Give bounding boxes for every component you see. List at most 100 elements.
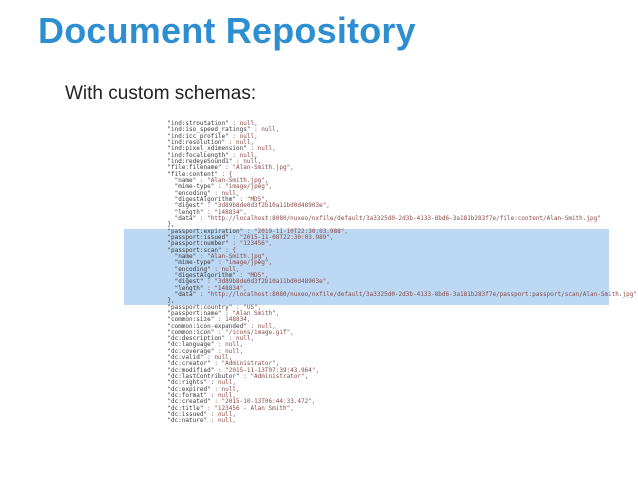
code-line-selected: "digest" : "3d89b8de0d3f2b10a11bd0d48903… xyxy=(124,278,609,286)
json-key: "dc:created" xyxy=(167,398,211,406)
code-line: "common:icon" : "/icons/image.gif", xyxy=(124,328,609,336)
json-value: : null, xyxy=(207,417,237,425)
json-key: "passport:issued" xyxy=(167,233,229,241)
code-line: "data" : "http://localhost:8080/nuxeo/nx… xyxy=(124,214,609,222)
json-key: "dc:lastContributor" xyxy=(167,373,240,381)
json-key: "passport:expiration" xyxy=(167,227,244,235)
json-key: "length" xyxy=(167,208,204,216)
json-value: : null, xyxy=(214,347,244,355)
code-line: "encoding" : null, xyxy=(124,189,609,197)
json-value: : null, xyxy=(225,138,255,146)
code-line: "passport:country" : "US", xyxy=(124,303,609,311)
json-key: "dc:format" xyxy=(167,392,208,400)
code-line: "dc:issued" : null, xyxy=(124,411,609,419)
code-line-selected: "passport:expiration" : "2019-11-10T22:3… xyxy=(124,227,609,235)
json-value: : "US", xyxy=(232,303,262,311)
json-key: "mime-type" xyxy=(167,183,215,191)
code-line-selected: }, xyxy=(124,298,609,305)
code-line: "passport:name" : "Alan Smith", xyxy=(124,309,609,317)
json-value: : "2015-11-13T07:39:43.964", xyxy=(214,366,320,374)
json-key: "common:size" xyxy=(167,316,215,324)
code-line: "dc:title" : "123456 - Alan Smith", xyxy=(124,404,609,412)
json-value: : null, xyxy=(207,379,237,387)
json-key: "dc:title" xyxy=(167,404,204,412)
code-line-selected: "mime-type" : "image/jpeg", xyxy=(124,259,609,267)
code-line: "dc:modified" : "2015-11-13T07:39:43.964… xyxy=(124,366,609,374)
json-key: "encoding" xyxy=(167,265,211,273)
code-line-selected: "digestAlgorithm" : "MD5", xyxy=(124,271,609,280)
json-key: }, xyxy=(167,221,175,229)
json-value: : "148834", xyxy=(203,208,247,216)
json-value: : "148834", xyxy=(203,284,247,292)
json-key: "encoding" xyxy=(167,189,211,197)
code-line: "ind:icc_profile" : null, xyxy=(124,133,609,140)
code-line: "dc:valid" : null, xyxy=(124,354,609,362)
json-value: : "3d89b8de0d3f2b10a11bd0d48903e", xyxy=(203,278,330,286)
json-key: "common:icon" xyxy=(167,328,215,336)
json-value: : "image/jpeg", xyxy=(214,259,273,267)
json-value: : null, xyxy=(207,411,237,419)
code-line: "file:filename" : "Alan-Smith.jpg", xyxy=(124,165,609,171)
json-value: : null, xyxy=(210,265,240,273)
json-value: : "3d89b8de0d3f2b10a11bd0d48903e", xyxy=(203,202,330,210)
json-value: : "MD5", xyxy=(236,195,269,203)
code-line: "digestAlgorithm" : "MD5", xyxy=(124,195,609,203)
code-line: "digest" : "3d89b8de0d3f2b10a11bd0d48903… xyxy=(124,203,609,209)
json-key: "ind:redeyeSound1" xyxy=(167,157,233,165)
json-value: : "2015-10-13T06:44:33.472", xyxy=(210,398,316,406)
json-key: "ind:iso_speed_ratings" xyxy=(167,126,251,134)
json-value: : "123456 - Alan Smith", xyxy=(203,404,294,412)
json-value: : null, xyxy=(207,392,237,400)
json-value: : "Alan-Smith.jpg", xyxy=(196,252,269,260)
code-line: "dc:format" : null, xyxy=(124,392,609,400)
json-value: : null, xyxy=(250,126,280,134)
json-value: : { xyxy=(221,246,236,254)
json-key: "ind:stroutation" xyxy=(167,120,229,127)
code-line: "common:icon-expanded" : null, xyxy=(124,322,609,330)
json-key: "digest" xyxy=(167,278,204,286)
json-key: "ind:pixel_xdimension" xyxy=(167,145,247,153)
json-key: "length" xyxy=(167,284,204,292)
json-key: "passport:scan" xyxy=(167,246,222,254)
json-value: : "image/jpeg", xyxy=(214,183,273,191)
json-value: : null, xyxy=(246,322,276,330)
code-line: "ind:pixel_xdimension" : null, xyxy=(124,146,609,152)
json-value: : "Administrator", xyxy=(210,360,280,368)
code-line: "common:size" : 148834, xyxy=(124,317,609,323)
json-key: "file:filename" xyxy=(167,164,222,172)
json-value: : "Alan-Smith.jpg", xyxy=(221,164,294,172)
json-value: : null, xyxy=(228,120,258,127)
json-key: "name" xyxy=(167,252,197,260)
json-key: "dc:coverage" xyxy=(167,347,215,355)
json-key: "dc:valid" xyxy=(167,354,204,362)
json-value: : null, xyxy=(228,151,258,159)
json-key: "passport:country" xyxy=(167,303,233,311)
json-value: : { xyxy=(217,170,233,178)
code-line: "name" : "Alan-Smith.jpg", xyxy=(124,176,609,184)
json-value: : null, xyxy=(232,157,262,165)
json-value: : null, xyxy=(246,145,276,153)
json-value: : null, xyxy=(214,341,244,349)
code-line-selected: "length" : "148834", xyxy=(124,284,609,292)
json-key: "ind:resolution" xyxy=(167,138,226,146)
json-key: "passport:name" xyxy=(167,309,222,317)
json-document-screenshot: "ind:stroutation" : null, "ind:iso_speed… xyxy=(124,120,637,425)
json-key: "mime-type" xyxy=(167,259,215,267)
json-value: : "2019-11-10T22:30:03.988", xyxy=(243,227,348,235)
json-value: : "Alan-Smith.jpg", xyxy=(196,176,269,184)
json-value: : "MD5", xyxy=(236,271,269,279)
json-value: : null, xyxy=(210,189,240,197)
json-key: "data" xyxy=(167,214,197,222)
code-line: "ind:stroutation" : null, xyxy=(124,120,609,127)
slide-subtitle: With custom schemas: xyxy=(65,83,257,104)
code-line: "length" : "148834", xyxy=(124,208,609,216)
json-value: : "123456", xyxy=(228,240,273,248)
code-line: "dc:rights" : null, xyxy=(124,380,609,386)
code-line-selected: "encoding" : null, xyxy=(124,265,609,273)
code-line: "dc:creator" : "Administrator", xyxy=(124,361,609,367)
json-key: "digestAlgorithm" xyxy=(167,195,236,203)
code-line: "dc:expired" : null, xyxy=(124,386,609,393)
json-value: : "Alan Smith", xyxy=(221,309,280,317)
json-value: : 148834, xyxy=(214,316,251,324)
json-value: : null, xyxy=(203,354,233,362)
